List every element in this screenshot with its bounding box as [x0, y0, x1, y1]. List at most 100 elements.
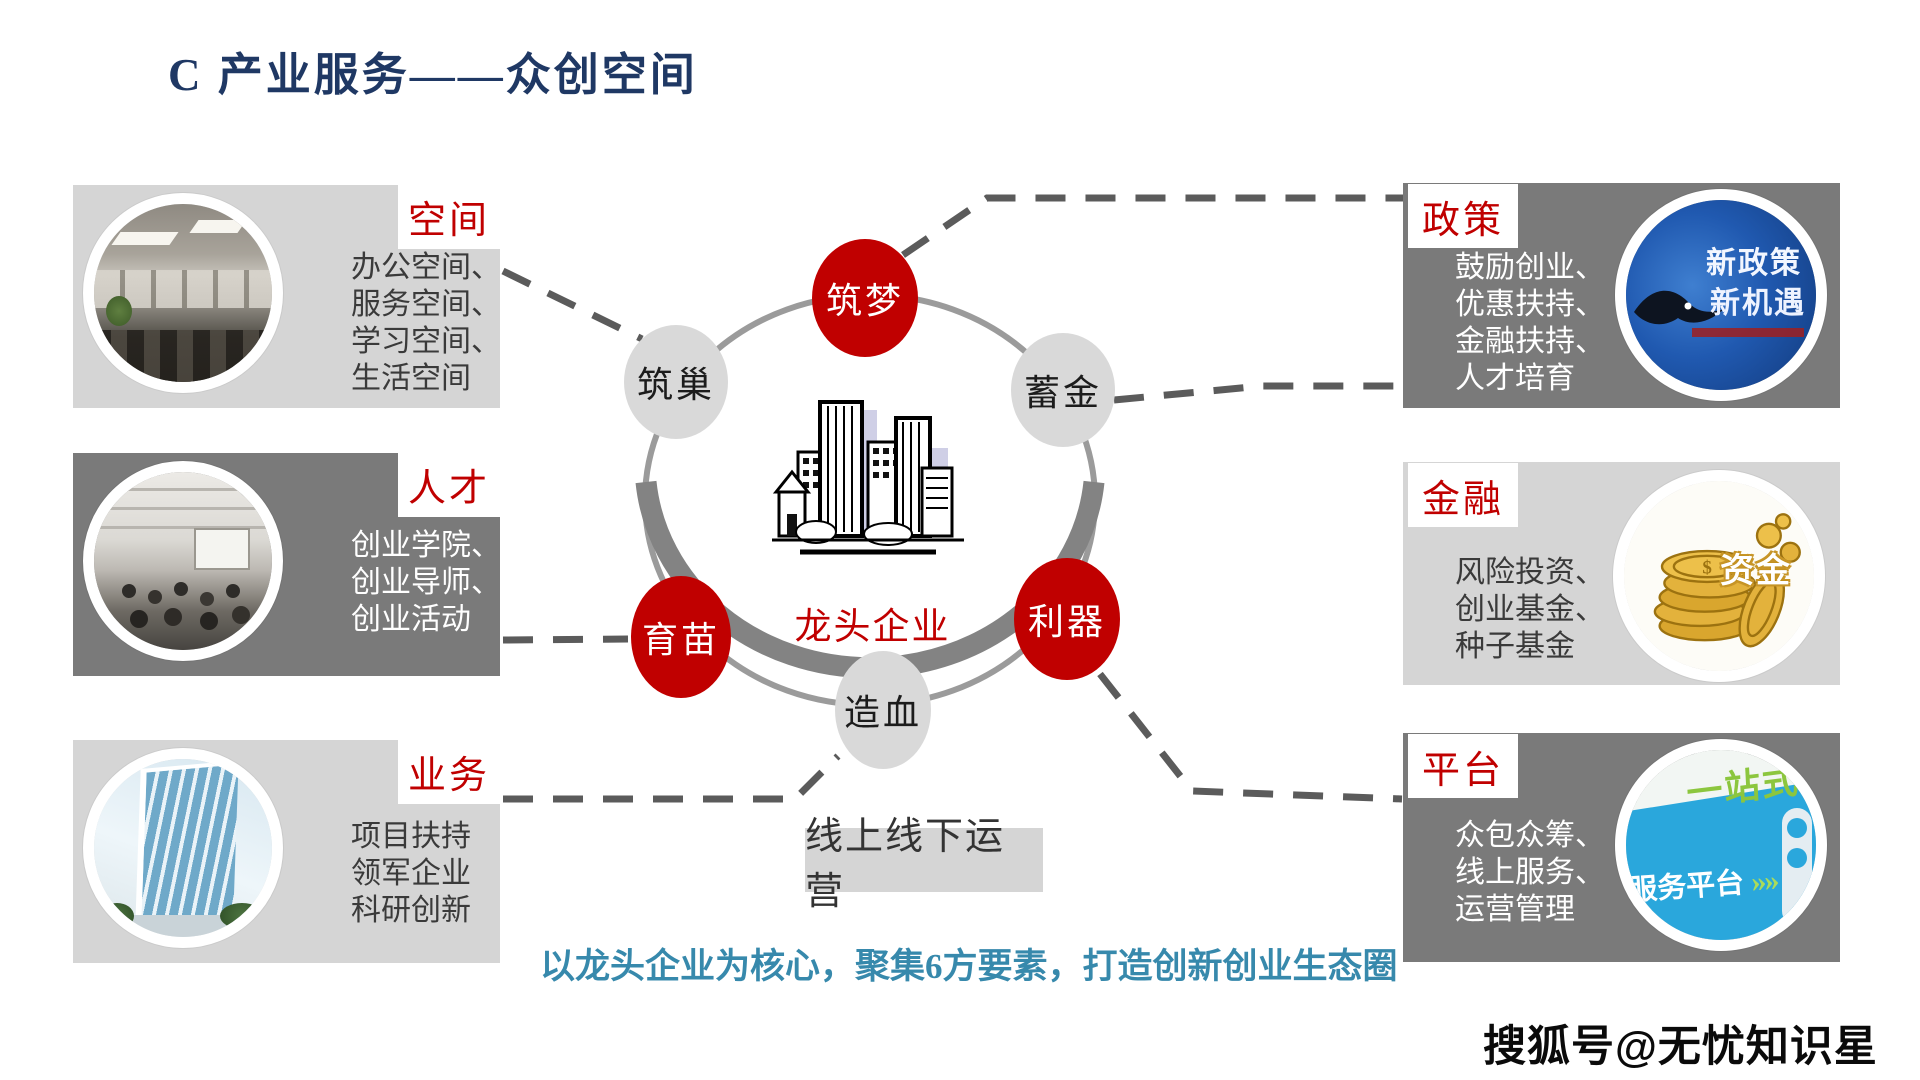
svg-text:$: $ [1702, 558, 1712, 579]
panel-finance-text: 风险投资、 创业基金、 种子基金 [1455, 554, 1605, 665]
tree [220, 903, 264, 929]
panel-business-text: 项目扶持 领军企业 科研创新 [351, 818, 471, 929]
tag-text: 平台 [1421, 749, 1504, 792]
panel-business: 业务 项目扶持 领军企业 科研创新 [73, 738, 500, 963]
text-line: 科研创新 [351, 894, 471, 927]
node-liqi: 利器 [1014, 558, 1120, 680]
classroom-screen [194, 528, 250, 570]
tag-text: 政策 [1421, 199, 1504, 242]
node-label: 蓄金 [1023, 373, 1102, 413]
node-xujin: 蓄金 [1011, 333, 1115, 447]
panel-platform-text: 众包众筹、 线上服务、 运营管理 [1455, 817, 1605, 928]
node-label: 筑巢 [636, 365, 715, 405]
text-line: 创业导师、 [351, 566, 501, 599]
panel-talent: 人才 创业学院、 创业导师、 创业活动 [73, 451, 501, 676]
classroom-ceiling [94, 472, 272, 534]
panel-space-text: 办公空间、 服务空间、 学习空间、 生活空间 [351, 249, 501, 397]
connector-talent [502, 635, 629, 644]
text-line: 线上服务、 [1455, 856, 1605, 889]
panel-finance-label: 金融 [1408, 463, 1518, 527]
text-line: 领军企业 [351, 857, 471, 890]
text-line: 金融扶持、 [1455, 325, 1605, 358]
gold-coins-icon: $ [1653, 513, 1801, 648]
tag-text: 空间 [407, 199, 490, 242]
building-photo-art [94, 759, 272, 937]
text-line: 种子基金 [1455, 630, 1575, 663]
page-title: C 产业服务——众创空间 [168, 50, 698, 100]
panel-space: 空间 办公空间、 服务空间、 学习空间、 生活空间 [73, 183, 501, 408]
panel-talent-text: 创业学院、 创业导师、 创业活动 [351, 527, 501, 638]
text-line: 项目扶持 [351, 820, 471, 853]
operations-box: 线上线下运营 [805, 816, 1043, 913]
node-label: 利器 [1027, 602, 1106, 642]
panel-space-label: 空间 [398, 183, 500, 249]
panel-policy-label: 政策 [1408, 184, 1518, 248]
tag-text: 业务 [407, 754, 490, 797]
finance-photo-art: $ 资金 [1624, 481, 1814, 671]
node-yumiao: 育苗 [631, 576, 731, 698]
text-line: 众包众筹、 [1455, 819, 1605, 852]
dot [1787, 848, 1807, 868]
tag-text: 人才 [407, 467, 490, 510]
classroom-photo [83, 461, 283, 661]
finance-photo: $ 资金 [1613, 470, 1825, 682]
panel-policy-text: 鼓励创业、 优惠扶持、 金融扶持、 人才培育 [1455, 249, 1605, 397]
platform-side-strip [1782, 808, 1812, 926]
text-line: 优惠扶持、 [1455, 288, 1605, 321]
hub-center-label: 龙头企业 [794, 607, 951, 648]
text-line: 创业活动 [351, 603, 471, 636]
panel-policy: 新政策 新机遇 政策 鼓励创业、 优惠扶持、 金融扶持、 人才培育 [1403, 183, 1840, 408]
classroom-audience [122, 584, 136, 598]
policy-photo-text2: 新机遇 [1710, 287, 1806, 320]
node-label: 育苗 [641, 620, 720, 660]
platform-photo-art: 一站式 服务平台 »» [1626, 750, 1816, 940]
node-label: 造血 [843, 693, 922, 733]
building-photo [83, 748, 283, 948]
text-line: 风险投资、 [1455, 556, 1605, 589]
policy-photo-art: 新政策 新机遇 [1626, 200, 1816, 390]
watermark: 搜狐号@无忧知识星球 [1483, 1023, 1878, 1071]
policy-photo-caption-bar [1692, 328, 1804, 337]
eagle-icon [1634, 290, 1724, 325]
panel-platform: 一站式 服务平台 »» 平台 众包众筹、 线上服务、 运营管理 [1403, 733, 1840, 962]
text-line: 创业基金、 [1455, 593, 1605, 626]
glass-tower [135, 760, 239, 924]
ceiling-light [111, 232, 179, 245]
node-zhumeng: 筑梦 [812, 239, 918, 357]
text-line: 创业学院、 [351, 529, 501, 562]
policy-photo-text1: 新政策 [1706, 247, 1802, 280]
node-zhuchao: 筑巢 [624, 325, 728, 439]
connector-business [503, 753, 841, 803]
connector-finance [1113, 382, 1402, 404]
text-line: 鼓励创业、 [1455, 251, 1605, 284]
connector-space [501, 267, 644, 343]
platform-banner-text: 服务平台 [1627, 867, 1746, 908]
policy-photo: 新政策 新机遇 [1615, 189, 1827, 401]
dot [1787, 818, 1807, 838]
city-buildings-illustration [772, 400, 964, 555]
office-photo-art [94, 204, 272, 382]
platform-arrows: »» [1750, 863, 1779, 899]
text-line: 服务空间、 [351, 288, 501, 321]
node-label: 筑梦 [825, 281, 904, 321]
tag-text: 金融 [1421, 478, 1504, 521]
office-plant [106, 296, 132, 326]
ceiling-light [189, 220, 247, 233]
panel-platform-label: 平台 [1408, 734, 1518, 798]
text-line: 学习空间、 [351, 325, 501, 358]
platform-photo: 一站式 服务平台 »» [1615, 739, 1827, 951]
panel-talent-label: 人才 [398, 451, 500, 517]
office-desks [94, 330, 272, 382]
connector-policy [901, 194, 1403, 258]
tree [100, 903, 134, 929]
panel-finance: $ 资金 金融 风险投资、 创业基金、 种子基金 [1403, 462, 1840, 685]
panel-business-label: 业务 [398, 738, 500, 804]
office-photo [83, 193, 283, 393]
text-line: 办公空间、 [351, 251, 501, 284]
classroom-photo-art [94, 472, 272, 650]
summary-caption: 以龙头企业为核心，聚集6方要素，打造创新创业生态圈 [540, 947, 1398, 986]
connector-platform [1097, 671, 1403, 803]
node-zaoxue: 造血 [835, 651, 931, 769]
text-line: 人才培育 [1455, 362, 1575, 395]
